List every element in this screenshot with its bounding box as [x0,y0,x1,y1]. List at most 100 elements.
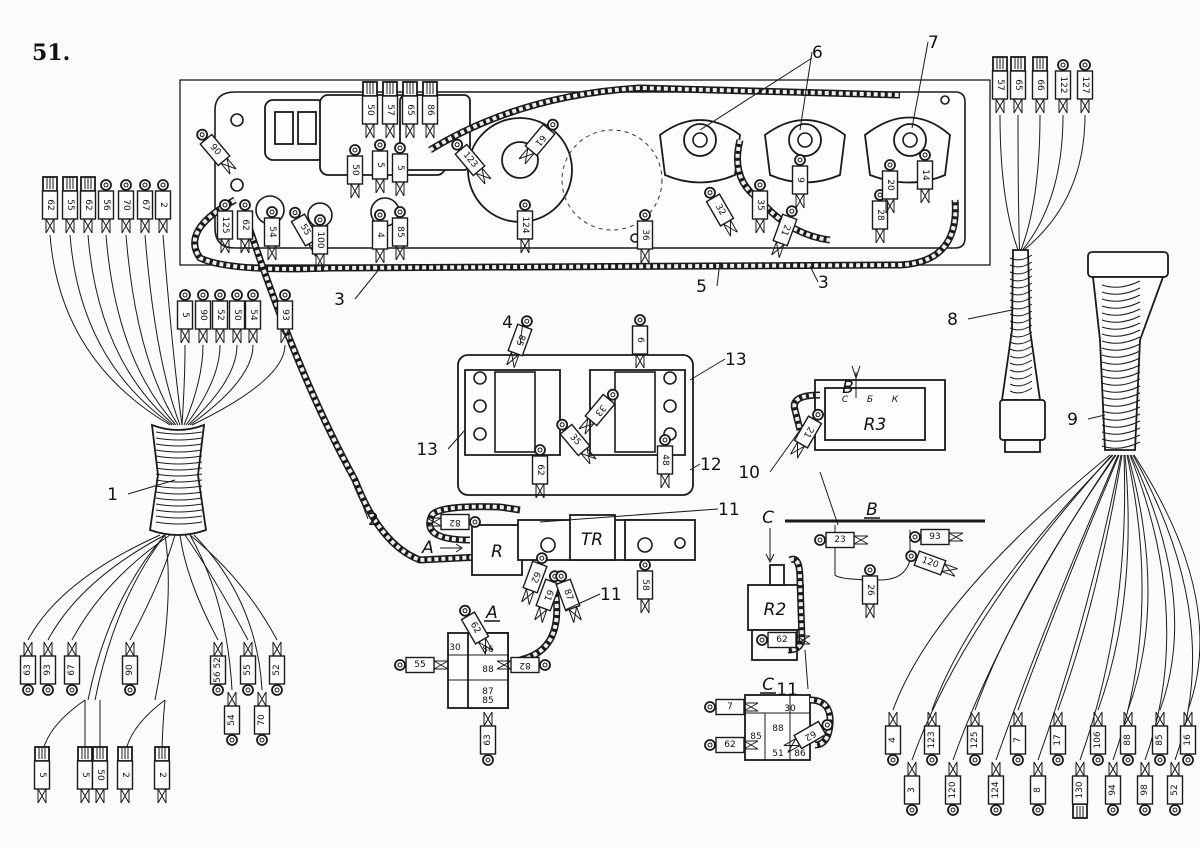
wrap-stripe [1101,350,1141,358]
wrap-stripe [1009,254,1033,261]
terminal: 8 [1029,761,1047,816]
terminal: 57 [991,56,1009,114]
wrap-stripe [1101,434,1141,442]
wire [179,534,219,641]
wrap-stripe [1101,441,1141,449]
leader-line [716,261,721,287]
view-a-connector [447,632,509,709]
wrap-stripe [155,509,203,513]
view-c-title: C [762,675,774,695]
wrap-stripe [1101,413,1141,421]
terminal: 9 [791,154,809,209]
view-a-title: A [485,603,498,623]
wire [189,344,254,426]
terminal: 62 [459,604,493,655]
wire [1022,114,1064,251]
leader-line [689,463,701,471]
terminal-label: 52 [272,664,282,675]
cell-label: 30 [449,643,461,653]
terminal: 82 [426,513,481,531]
terminal: 7 [704,698,759,716]
terminal-label: 9 [795,177,805,183]
wire [892,454,1111,711]
terminal: 98 [1136,761,1154,816]
wrap-stripe [1101,427,1141,435]
terminal-label: 120 [948,781,958,798]
wrap-stripe [1009,324,1033,331]
terminal-label: 62 [468,621,482,636]
wire [87,234,175,426]
callout-number: 12 [700,455,722,475]
leader-line [769,429,801,473]
leader-line [354,267,381,300]
terminal: 35 [556,418,597,465]
terminal-label: 70 [121,199,131,211]
terminal: 93 [909,528,964,546]
wrap-stripe [1101,371,1141,379]
terminal-label: 55 [65,199,75,210]
wrap-stripe [1009,352,1033,359]
wrap-stripe [155,503,203,507]
terminal-label: 50 [350,164,360,176]
terminal: 62 [41,176,59,234]
wire [1037,454,1122,761]
terminal: 52 [211,289,229,344]
wrap-stripe [1009,261,1033,268]
callout-number: 2 [368,510,379,530]
wrap-stripe [1101,308,1141,316]
terminal-label: 62 [528,570,541,584]
cell-label: 85 [482,696,493,706]
terminal: 61 [518,118,559,165]
wrap-stripe [1009,366,1033,373]
view-a-arrow-label: A [421,538,434,558]
terminal: 7 [1009,711,1027,766]
terminal-label: 61 [541,588,554,602]
wire [1130,454,1176,711]
terminal-label: 123 [927,731,937,748]
terminal: 70 [117,179,135,234]
leader-line [447,429,466,450]
wrap-stripe [1009,275,1033,282]
wrap-stripe [1009,331,1033,338]
wrap-stripe [1101,385,1141,393]
wire [1133,454,1200,711]
terminal-label: 62 [803,728,818,742]
cell-label: 30 [784,704,796,714]
wrap-stripe [1101,280,1141,288]
wrap-stripe [1101,343,1141,351]
terminal-label: 85 [395,226,405,237]
terminal: 62 [79,176,97,234]
terminal: 2 [154,179,172,234]
leader-line [127,479,176,495]
terminal: 62 [521,552,548,605]
leader-line [564,593,601,611]
wire [1097,454,1129,711]
terminal-label: 52 [1170,784,1180,795]
terminal: 123 [451,138,492,185]
wire [27,534,161,641]
terminal-label: 5 [37,772,47,778]
terminal: 55 [61,176,79,234]
terminal: 21 [771,205,798,258]
terminal: 63 [479,711,497,766]
terminal-label: 62 [240,219,250,230]
leader-line [519,321,524,346]
callout-number: 11 [718,500,740,520]
wire [125,234,179,426]
terminal: 130 [1071,761,1089,819]
wrap-stripe [1009,289,1033,296]
terminal: 62 [756,631,811,649]
wire [184,534,249,641]
terminal-label: 2 [157,772,167,778]
terminal-label: 50 [365,104,375,116]
wrap-stripe [1101,329,1141,337]
wire [162,234,183,426]
wire [129,534,176,641]
wrap-stripe [155,455,203,459]
terminal: 125 [966,711,984,766]
wire [94,534,166,701]
wrap-stripe [1101,336,1141,344]
relay-tr [569,514,616,561]
relay-r3-label: R3 [864,415,887,435]
wrap-stripe [1009,296,1033,303]
